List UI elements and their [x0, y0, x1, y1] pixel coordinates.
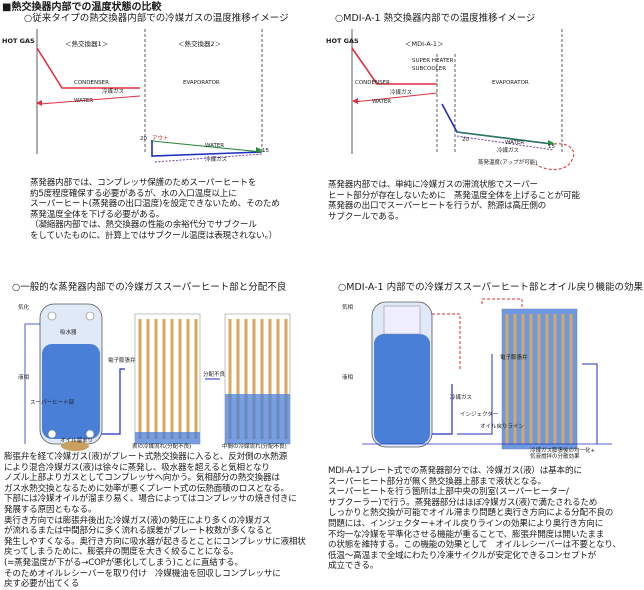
top-left-heading: ○従来タイプの熱交換器内部での冷媒ガスの温度推移イメージ — [24, 13, 289, 24]
tr-label: ＜MDI-A-1＞ — [405, 40, 444, 48]
bl-liquid-top: 気化 — [18, 305, 30, 311]
tr-super-heater: SUPER HEATER — [412, 58, 454, 64]
tr-hot-gas: HOT GAS — [326, 37, 359, 45]
tl-water-1: WATER — [74, 98, 94, 104]
tr-evap-water-line — [456, 131, 555, 145]
tr-subcool-dash — [535, 143, 575, 170]
bl-coil-1 — [134, 313, 201, 445]
tl-evap-dash-line — [154, 153, 263, 163]
bl-body: 膨張弁を経て冷媒ガス(液)がプレート式熱交換器に入ると、反対側の水熱源 により混… — [4, 452, 306, 590]
bottom-right-heading: ○MDI-A-1 内部での冷媒ガススーパーヒート部とオイル戻り機能の効果 — [338, 282, 644, 293]
bottom-left-heading: ○一般的な蒸発器内部での冷媒ガススーパーヒート部と分配不良 — [12, 282, 287, 293]
bl-cooler: 吸水器 — [60, 330, 77, 336]
bl-superheat-area: スーパーヒート部 — [30, 400, 74, 406]
bl-oil-pool — [61, 441, 89, 451]
br-expansion: 電子膨張弁 — [500, 355, 528, 361]
tr-evaporator: EVAPORATOR — [492, 80, 529, 86]
tl-body: 蒸発器内部では、コンプレッサ保護のためスーパーヒートを 約5度程度確保する必要が… — [30, 178, 280, 241]
bl-expansion: 電子膨張弁 — [108, 358, 136, 364]
top-right-diagram — [351, 29, 575, 170]
tl-condenser: CONDENSER — [74, 80, 109, 86]
tr-water-2: WATER — [505, 140, 525, 146]
bl-plate-liquid — [42, 344, 100, 439]
bl-bad-flow-1: 表の冷媒流れ(分配不良) — [132, 444, 192, 450]
br-liquid-top: 気相 — [342, 305, 354, 311]
tl-evap-water-line — [151, 140, 263, 153]
bl-coil-2 — [224, 313, 291, 445]
tr-evap-dash-line — [456, 135, 555, 151]
bl-oil: オイル溜まり — [60, 438, 94, 444]
tr-refrigerant-2: 冷媒ガス — [497, 148, 520, 154]
tl-hot-gas-line — [36, 47, 140, 89]
bottom-left-diagram — [24, 303, 291, 451]
br-coil — [501, 308, 578, 450]
tr-subcooler: SUBCOOLER — [412, 66, 447, 72]
br-plate-liquid — [374, 334, 430, 444]
bottom-right-diagram — [362, 298, 612, 450]
bl-liquid: 液相 — [18, 375, 30, 381]
br-note: 冷媒ガス膨張後の均一化+ 気液撹拌の分散効果 — [530, 448, 596, 460]
tr-refrigerant-1: 冷媒ガス — [390, 90, 413, 96]
top-left-diagram — [36, 29, 263, 163]
top-right-heading: ○MDI-A-1 熱交換器内部での温度推移イメージ — [335, 13, 536, 24]
tl-out-note: アウト — [152, 136, 169, 142]
tr-in-label: 20 — [462, 137, 469, 143]
bl-dist-bad: 分配不良 — [203, 372, 226, 378]
tr-out-label: 15 — [548, 144, 555, 150]
br-body: MDI-A-1プレート式での蒸発器部分では、冷媒ガス(液）は基本的に スーパーヒ… — [328, 466, 621, 572]
bl-bad-flow-2: 中間の冷媒流れ(分配不良) — [222, 444, 287, 450]
tr-water-1: WATER — [372, 99, 392, 105]
tr-refrigerant-line — [441, 103, 553, 145]
tl-hx1: ＜熱交換器1＞ — [65, 40, 109, 48]
tl-refrigerant-line — [151, 140, 263, 157]
tl-refrigerant-1: 冷媒ガス — [102, 89, 125, 95]
page-title: ■熱交換器内部での温度状態の比較 — [2, 2, 162, 13]
tl-evaporator: EVAPORATOR — [183, 80, 220, 86]
tr-condenser: CONDENSER — [355, 80, 390, 86]
tl-water-2: WATER — [205, 143, 225, 149]
tr-water-line-1 — [353, 92, 438, 103]
tl-refrigerant-2: 冷媒ガス — [205, 157, 228, 163]
tl-hx2: ＜熱交換器2＞ — [178, 40, 222, 48]
br-injector: インジェクター — [460, 412, 499, 418]
br-refrig: 冷媒ガス — [450, 395, 473, 401]
tr-hot-gas-line — [351, 47, 437, 85]
tr-evap-note: 蒸発温度(アップが可能) — [478, 160, 538, 166]
br-liquid: 液相 — [342, 375, 354, 381]
tl-out-label: 20 — [140, 136, 147, 142]
tr-body: 蒸発器内部では、単純に冷媒ガスの滞流状態でスーパー ヒート部分が存在しないために… — [328, 180, 580, 222]
tl-hot-gas: HOT GAS — [2, 37, 35, 45]
tl-in-label: 15 — [262, 148, 269, 154]
tl-condenser-water-line — [39, 95, 141, 105]
br-oil-return: オイル戻りライン — [480, 424, 525, 430]
